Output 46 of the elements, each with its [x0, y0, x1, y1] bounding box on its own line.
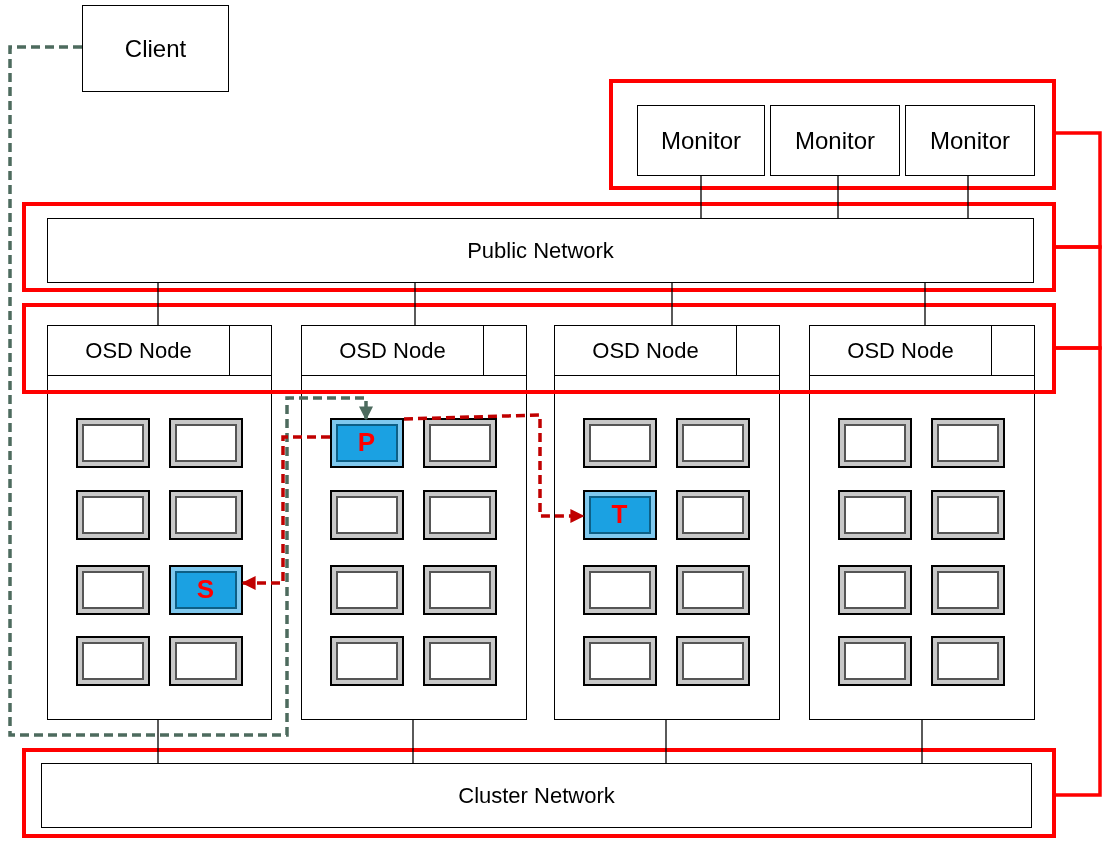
box-label: Monitor: [930, 126, 1010, 155]
node-tab: [47, 325, 272, 376]
process-box: [770, 105, 900, 176]
connector-line: [924, 282, 926, 326]
box-label: Monitor: [661, 126, 741, 155]
group-outline: [609, 79, 1056, 190]
box-label: Client: [124, 34, 187, 63]
disk-label: S: [196, 574, 215, 605]
server-node-box: [554, 376, 780, 720]
connector-line: [157, 282, 159, 326]
process-box: [82, 5, 229, 92]
disk-label: T: [611, 499, 628, 530]
group-outline: [22, 748, 1056, 838]
arrow: [8, 45, 373, 737]
connector-line: [671, 282, 673, 326]
process-box: [637, 105, 765, 176]
box-label: OSD Node: [338, 337, 447, 364]
group-outline: [22, 303, 1056, 394]
connector-line: [967, 175, 969, 219]
arrow: [403, 413, 585, 523]
connector-line: [157, 719, 159, 764]
server-node-box: [47, 376, 272, 720]
box-label: OSD Node: [591, 337, 700, 364]
network-bar: [47, 218, 1034, 283]
disk-label: P: [357, 427, 376, 458]
connector-line: [665, 719, 667, 764]
box-label: Monitor: [795, 126, 875, 155]
node-tab: [554, 325, 780, 376]
connector-line: [412, 719, 414, 764]
box-label: Cluster Network: [458, 782, 615, 809]
connector-line: [1056, 346, 1102, 797]
box-label: Public Network: [467, 237, 614, 264]
network-bar: [41, 763, 1032, 828]
connector-line: [414, 282, 416, 326]
box-label: OSD Node: [84, 337, 193, 364]
node-tab: [809, 325, 1035, 376]
arrow: [241, 435, 330, 590]
server-node-box: [301, 376, 527, 720]
server-node-box: [809, 376, 1035, 720]
connector-line: [837, 175, 839, 219]
connector-line: [700, 175, 702, 219]
process-box: [905, 105, 1035, 176]
group-outline: [22, 202, 1056, 292]
connector-line: [921, 719, 923, 764]
box-label: OSD Node: [846, 337, 955, 364]
node-tab: [301, 325, 527, 376]
